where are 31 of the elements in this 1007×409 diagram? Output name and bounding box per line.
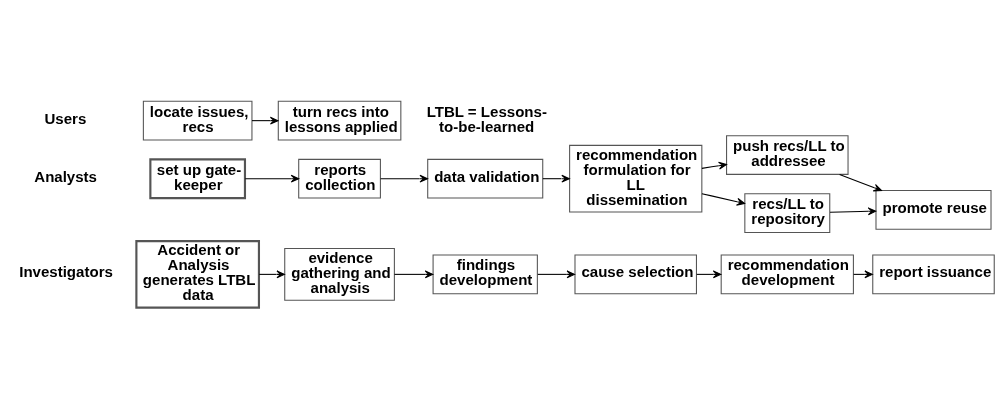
node-box: report issuance [872,254,995,295]
arrow [542,174,570,183]
label: Users [44,109,87,127]
node-box: recs/LL to repository [744,193,831,233]
label: Analysts [34,167,97,185]
node-box: promote reuse [875,190,992,230]
node-box: push recs/LL to addressee [726,135,849,175]
arrow [701,161,728,170]
arrow [537,270,576,279]
label: Investigators [19,263,113,281]
node-box: recommendation development [720,254,854,295]
arrow [839,174,882,192]
arrow [380,174,429,183]
node-box: findings development [432,254,538,295]
arrow [258,270,286,279]
arrow [701,193,746,206]
arrow [244,174,300,183]
node-box: reports collection [298,158,381,199]
node-box: cause selection [574,254,697,295]
arrow [393,270,434,279]
node-box: Accident or Analysis generates LTBL data [135,239,260,309]
label: LTBL = Lessons-to-be-learned [426,102,547,135]
node-box: recommendation formulation for LL dissemination [569,144,703,213]
arrow [853,270,873,279]
arrow [251,116,279,125]
node-box: set up gate-keeper [149,158,247,200]
node-box: locate issues, recs [142,100,253,141]
arrow [829,207,877,216]
node-box: evidence gathering and analysis [284,248,395,301]
node-box: turn recs into lessons applied [277,100,402,141]
node-box: data validation [427,158,544,199]
